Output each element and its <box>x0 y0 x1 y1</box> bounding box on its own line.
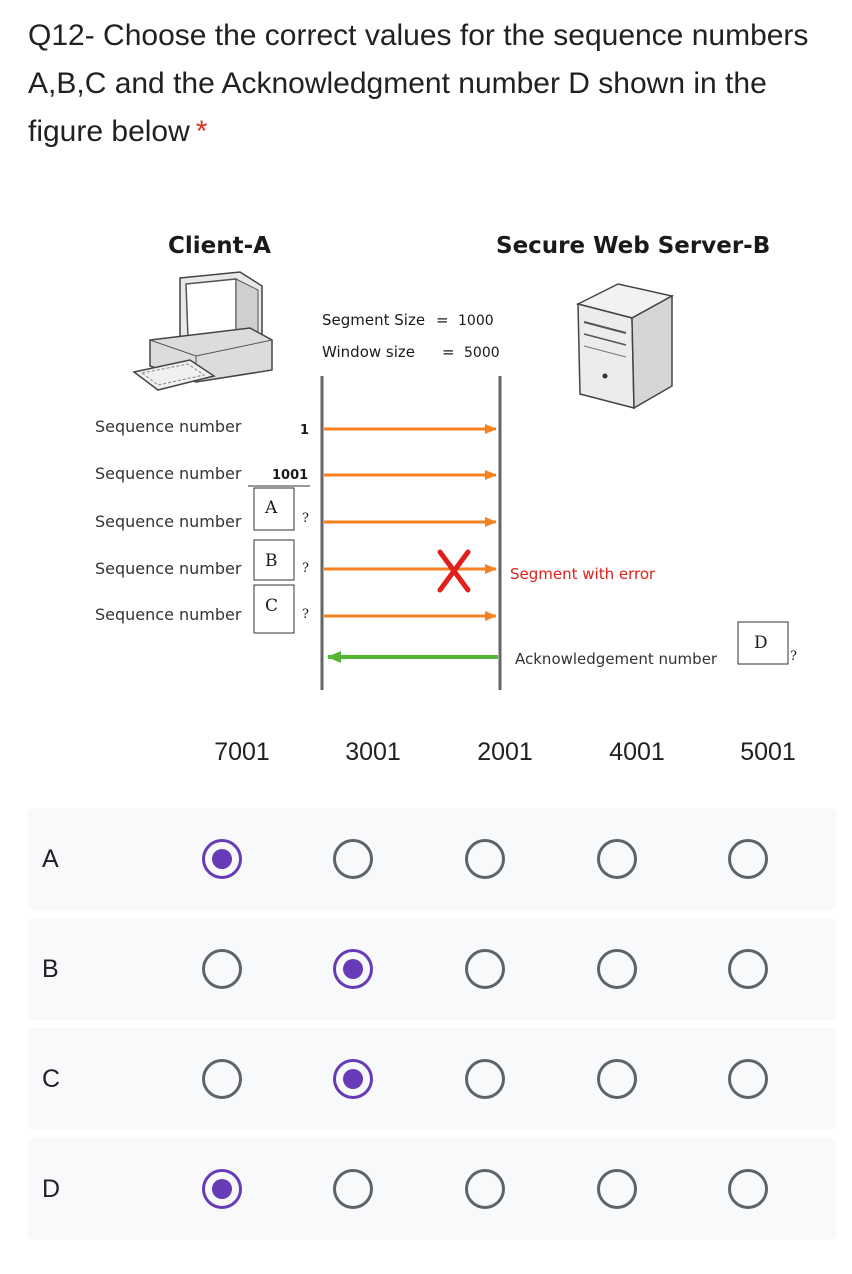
client-title: Client-A <box>168 233 271 259</box>
radio-d-7001[interactable] <box>202 1169 242 1209</box>
box-c-unknown: ? <box>302 607 309 622</box>
column-header-7001: 7001 <box>214 738 270 766</box>
segment-size-value: 1000 <box>458 313 494 329</box>
radio-b-7001[interactable] <box>202 949 242 989</box>
radio-c-5001[interactable] <box>728 1059 768 1099</box>
radio-d-3001[interactable] <box>333 1169 373 1209</box>
required-marker: * <box>195 115 208 148</box>
grid-row-a: A <box>28 808 836 910</box>
ack-label: Acknowledgement number <box>515 650 718 668</box>
question-text: Q12- Choose the correct values for the s… <box>28 19 809 148</box>
sequence-label-3: Sequence number <box>95 512 242 531</box>
error-label: Segment with error <box>510 565 656 583</box>
box-c-label: C <box>265 596 278 616</box>
row-label-c: C <box>42 1065 61 1093</box>
sequence-label-5: Sequence number <box>95 605 242 624</box>
radio-b-4001[interactable] <box>597 949 637 989</box>
column-header-2001: 2001 <box>477 738 533 766</box>
question-title: Q12- Choose the correct values for the s… <box>28 12 828 156</box>
column-header-4001: 4001 <box>609 738 665 766</box>
server-tower-icon <box>575 283 675 410</box>
radio-a-5001[interactable] <box>728 839 768 879</box>
row-label-b: B <box>42 955 59 983</box>
radio-c-7001[interactable] <box>202 1059 242 1099</box>
window-size-label: Window size <box>322 343 415 361</box>
error-x-icon <box>437 549 471 593</box>
desktop-computer-icon <box>132 271 273 391</box>
window-size-value: 5000 <box>464 345 500 361</box>
radio-b-3001[interactable] <box>333 949 373 989</box>
radio-d-2001[interactable] <box>465 1169 505 1209</box>
radio-d-4001[interactable] <box>597 1169 637 1209</box>
row-label-d: D <box>42 1175 61 1203</box>
box-d-label: D <box>754 633 768 653</box>
column-header-3001: 3001 <box>345 738 401 766</box>
box-a-unknown: ? <box>302 511 309 526</box>
radio-a-7001[interactable] <box>202 839 242 879</box>
segment-size-label: Segment Size <box>322 311 425 329</box>
box-b <box>253 539 295 581</box>
radio-c-4001[interactable] <box>597 1059 637 1099</box>
column-header-5001: 5001 <box>740 738 796 766</box>
box-c <box>253 584 295 634</box>
grid-row-b: B <box>28 918 836 1020</box>
box-b-label: B <box>265 551 278 571</box>
server-title: Secure Web Server-B <box>496 233 770 259</box>
radio-c-3001[interactable] <box>333 1059 373 1099</box>
sequence-label-1: Sequence number <box>95 417 242 436</box>
grid-row-d: D <box>28 1138 836 1240</box>
box-a-label: A <box>264 498 278 518</box>
radio-b-2001[interactable] <box>465 949 505 989</box>
radio-a-4001[interactable] <box>597 839 637 879</box>
radio-b-5001[interactable] <box>728 949 768 989</box>
box-b-unknown: ? <box>302 561 309 576</box>
radio-a-2001[interactable] <box>465 839 505 879</box>
grid-row-c: C <box>28 1028 836 1130</box>
box-a <box>253 487 295 531</box>
tcp-sequence-figure: Client-A Secure Web Server-B Segment Siz… <box>95 233 797 690</box>
row-label-a: A <box>42 845 59 873</box>
seq-value-1: 1 <box>300 423 309 438</box>
sequence-label-4: Sequence number <box>95 559 242 578</box>
seq-value-2: 1001 <box>272 468 308 483</box>
window-size-eq: = <box>442 343 455 361</box>
grid-column-headers: 7001 3001 2001 4001 5001 <box>0 738 852 778</box>
segment-size-eq: = <box>436 311 449 329</box>
radio-c-2001[interactable] <box>465 1059 505 1099</box>
box-d-unknown: ? <box>790 649 797 664</box>
radio-d-5001[interactable] <box>728 1169 768 1209</box>
radio-a-3001[interactable] <box>333 839 373 879</box>
box-d <box>737 621 789 665</box>
sequence-label-2: Sequence number <box>95 464 242 483</box>
